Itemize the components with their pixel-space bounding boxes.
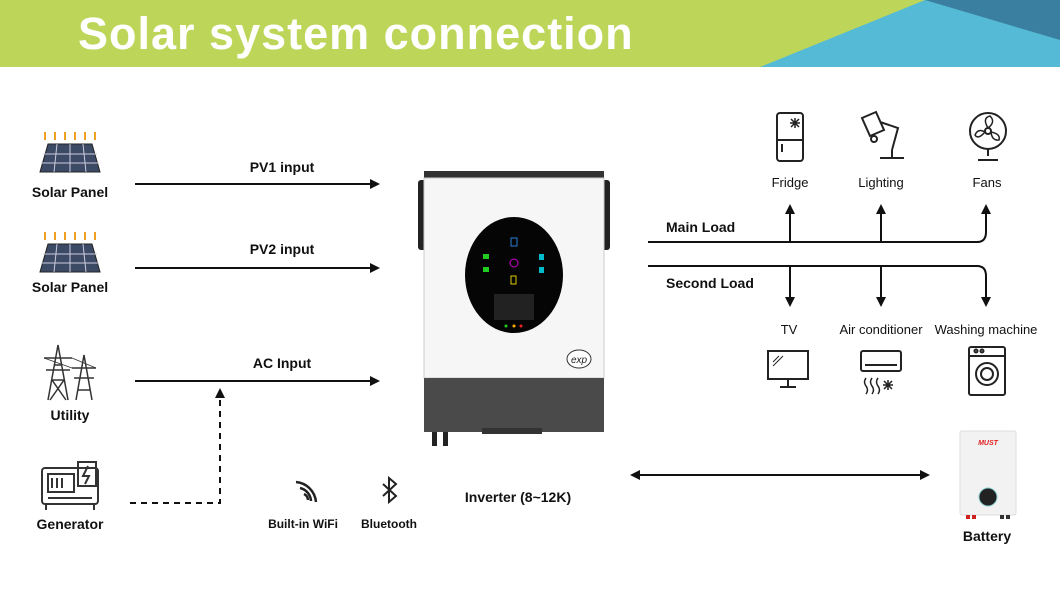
washing-machine-label: Washing machine — [934, 322, 1038, 337]
solar-panel-icon — [39, 232, 101, 273]
inverter-image: exp — [418, 171, 610, 446]
solar-panel-icon — [39, 132, 101, 173]
battery-label: Battery — [962, 528, 1012, 544]
tv-icon — [767, 350, 809, 388]
second-load-label: Second Load — [666, 275, 754, 291]
pv1-input-label: PV1 input — [249, 159, 315, 175]
pv2-input-label: PV2 input — [249, 241, 315, 257]
air-conditioner-icon — [860, 350, 902, 395]
lamp-icon — [860, 110, 904, 159]
fridge-icon — [776, 112, 804, 162]
wifi-label: Built-in WiFi — [268, 517, 338, 531]
bluetooth-icon — [382, 475, 398, 505]
ac-input-label: AC Input — [252, 355, 312, 371]
main-load-line — [648, 204, 991, 243]
tv-label: TV — [780, 322, 798, 337]
washing-machine-icon — [968, 346, 1006, 396]
inverter-brand-logo: exp — [571, 355, 588, 366]
fridge-label: Fridge — [771, 175, 809, 190]
lighting-label: Lighting — [858, 175, 904, 190]
battery-brand-logo: MUST — [978, 440, 998, 447]
solar-panel-1-label: Solar Panel — [31, 184, 109, 200]
page-title: Solar system connection — [78, 8, 634, 59]
wifi-icon — [295, 480, 318, 503]
generator-label: Generator — [36, 516, 104, 532]
generator-icon — [41, 461, 99, 510]
power-tower-icon — [43, 344, 97, 401]
main-load-label: Main Load — [666, 219, 736, 235]
header-accent-dark — [925, 0, 1060, 40]
air-conditioner-label: Air conditioner — [839, 322, 923, 337]
inverter-label: Inverter (8~12K) — [464, 489, 572, 505]
fan-icon — [969, 112, 1007, 161]
battery-image — [959, 430, 1017, 519]
bluetooth-label: Bluetooth — [361, 517, 417, 531]
generator-dashed-arrow — [130, 388, 225, 504]
solar-panel-2-label: Solar Panel — [31, 279, 109, 295]
utility-label: Utility — [50, 407, 90, 423]
fans-label: Fans — [972, 175, 1002, 190]
second-load-line — [648, 265, 991, 307]
